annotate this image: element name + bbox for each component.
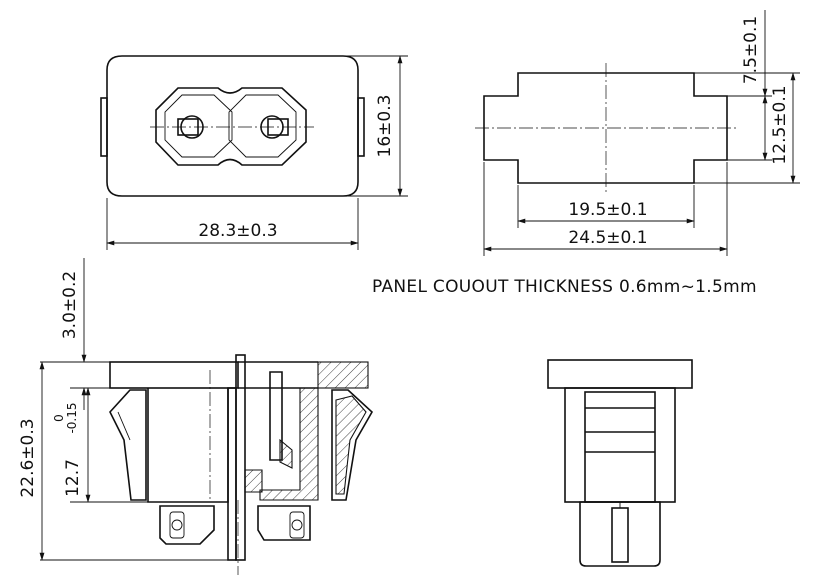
body-depth-label: 12.7 bbox=[63, 459, 83, 497]
body-depth-tol-lower: -0.15 bbox=[65, 402, 79, 433]
top-width-label: 28.3±0.3 bbox=[198, 221, 277, 241]
panel-cutout-view: 7.5±0.1 12.5±0.1 19.5±0.1 24.5±0.1 bbox=[475, 10, 800, 256]
overall-height-label: 22.6±0.3 bbox=[18, 418, 38, 497]
panel-cutout-note: PANEL COUOUT THICKNESS 0.6mm~1.5mm bbox=[372, 277, 757, 297]
side-section-view: 3.0±0.2 22.6±0.3 12.7 0 -0.15 bbox=[18, 258, 374, 575]
top-height-label: 16±0.3 bbox=[375, 95, 395, 158]
front-view: 28.3±0.3 16±0.3 bbox=[100, 55, 408, 250]
flange-thickness-label: 3.0±0.2 bbox=[60, 271, 80, 339]
cutout-step-label: 7.5±0.1 bbox=[741, 16, 761, 84]
cutout-outer-width-label: 24.5±0.1 bbox=[568, 228, 647, 248]
body-depth-tol-upper: 0 bbox=[52, 414, 66, 422]
cutout-height-label: 12.5±0.1 bbox=[770, 85, 790, 164]
end-view bbox=[547, 359, 693, 567]
cutout-inner-width-label: 19.5±0.1 bbox=[568, 200, 647, 220]
